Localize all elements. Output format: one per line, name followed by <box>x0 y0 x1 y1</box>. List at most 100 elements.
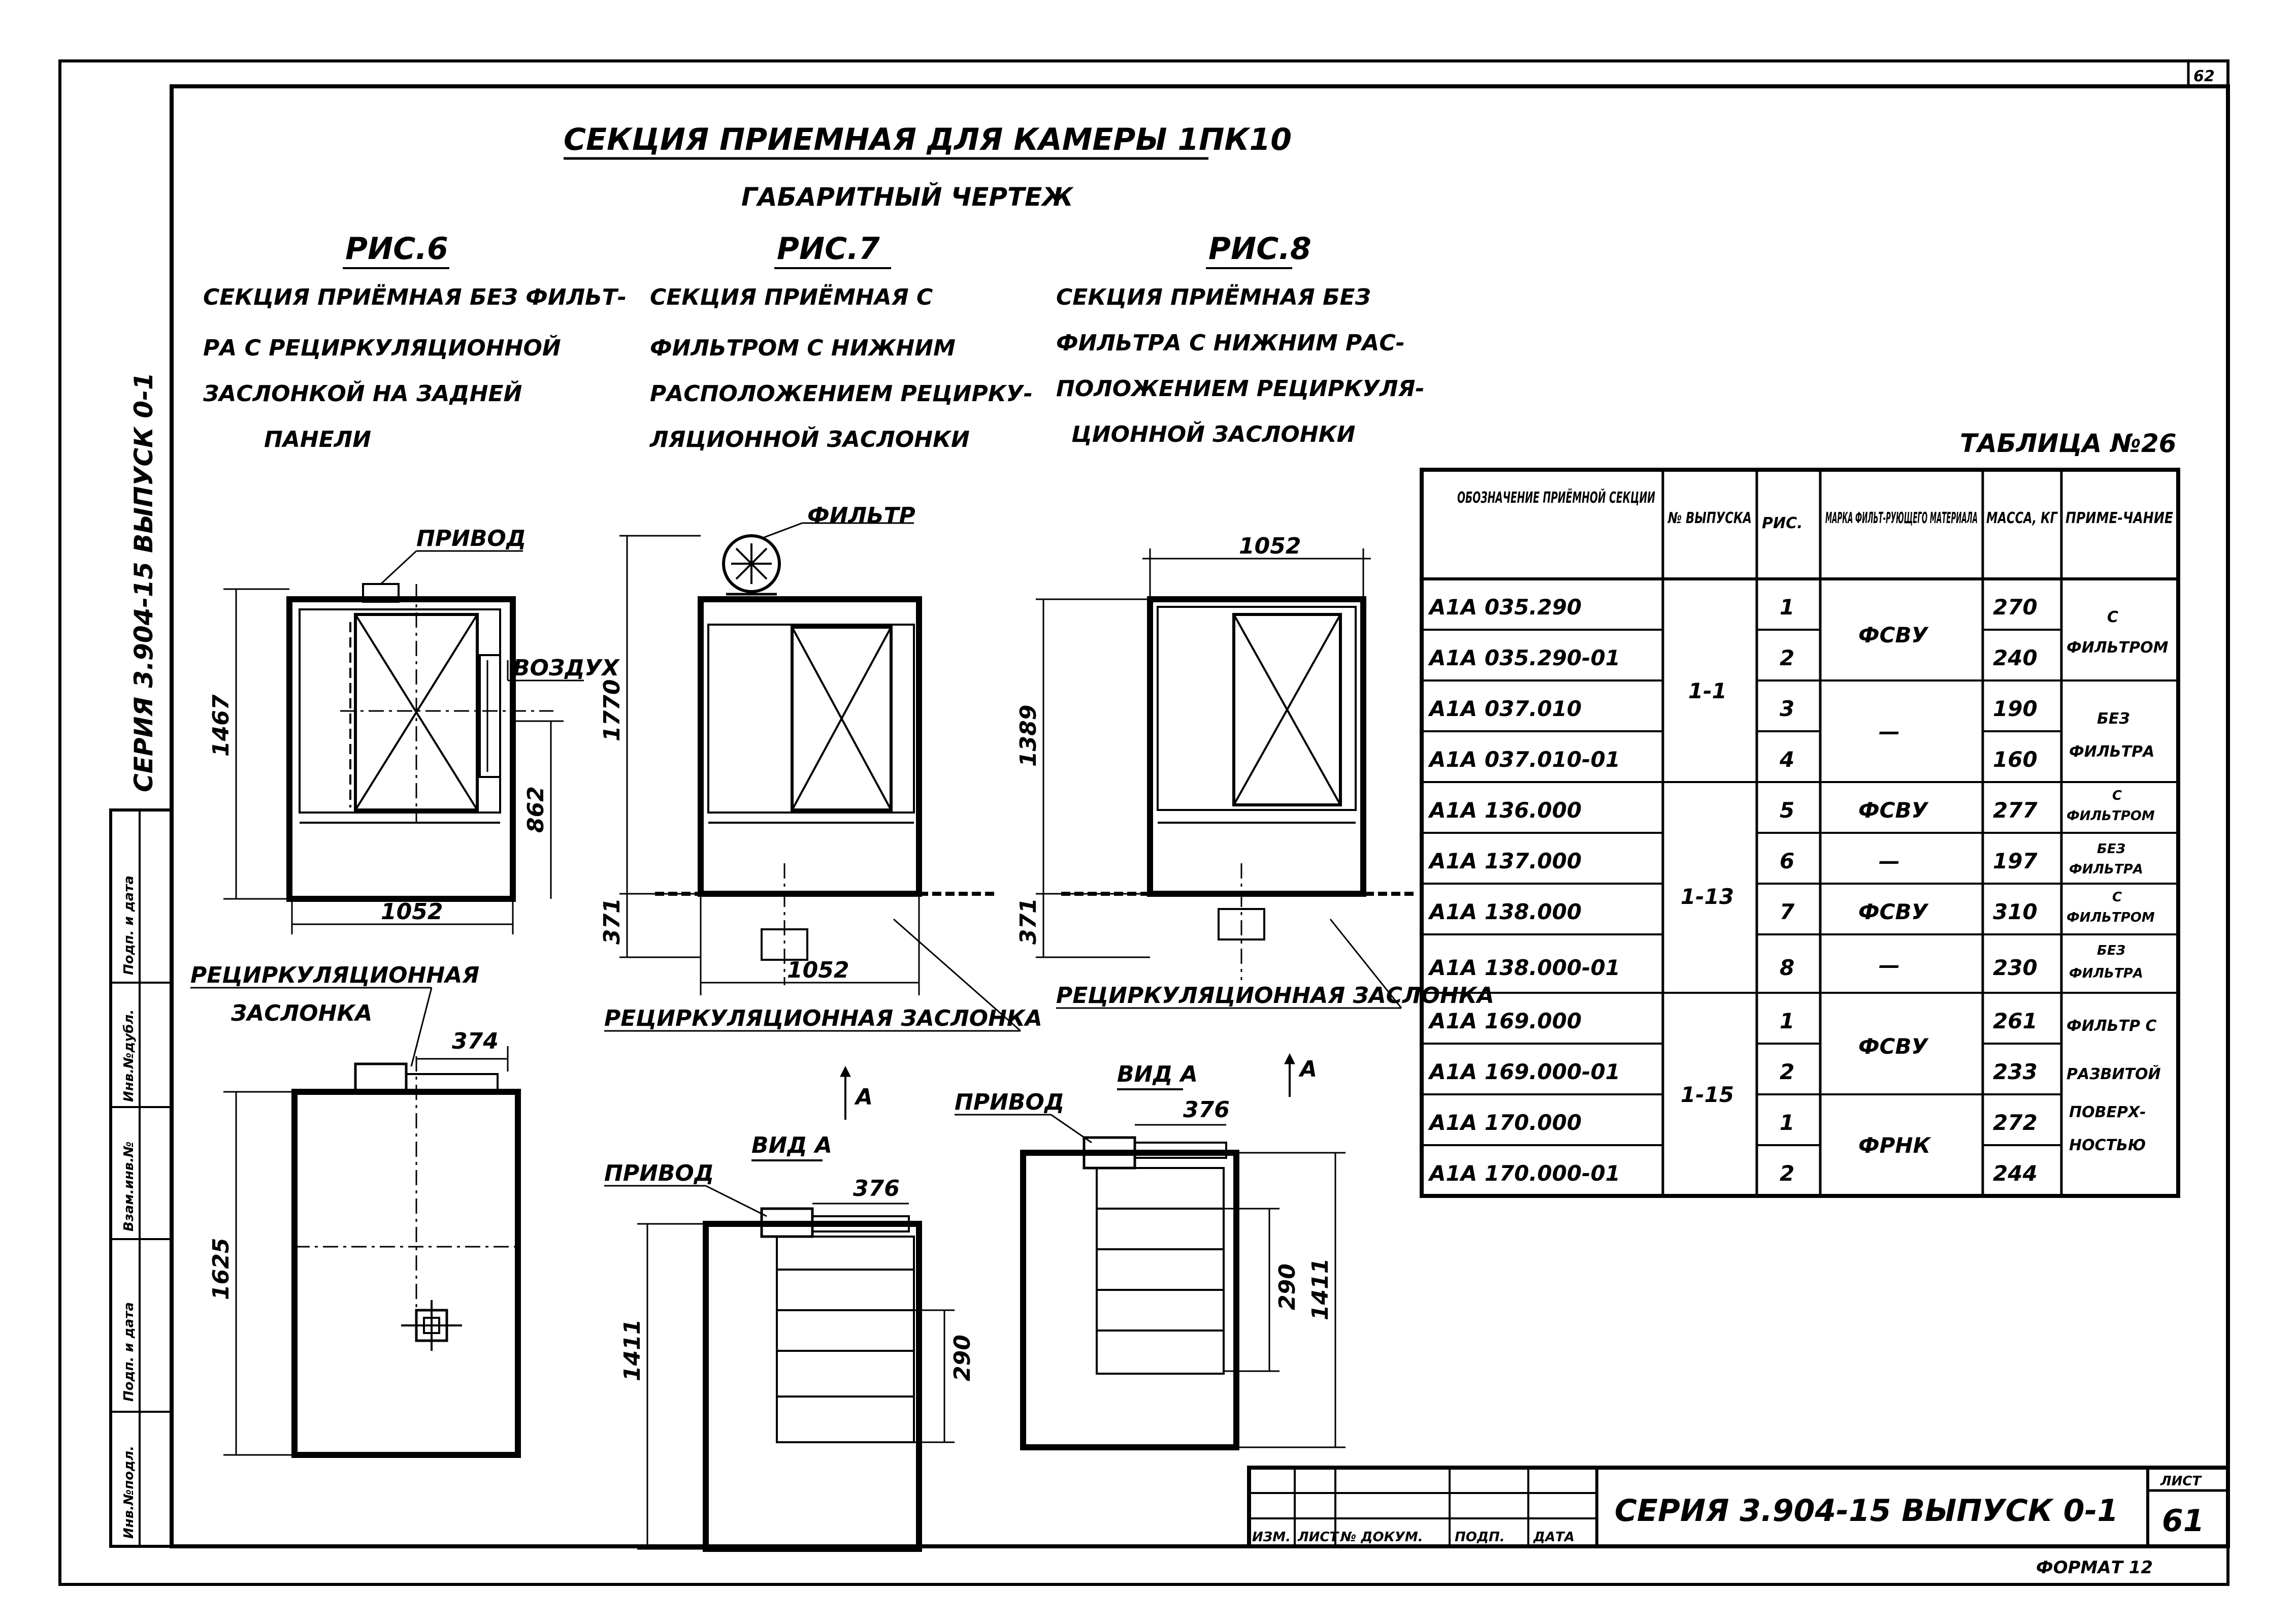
fig6-vozdukh: ВОЗДУХ <box>513 655 620 681</box>
table-row-fig: 1 <box>1780 595 1794 620</box>
table-row-fig: 2 <box>1780 1059 1794 1084</box>
fig8-label: РИС.8 <box>1208 231 1311 267</box>
title-block-sheet-number: 61 <box>2162 1503 2205 1539</box>
table-row-mass: 244 <box>1993 1161 2038 1186</box>
table-header-notes: ПРИМЕ-ЧАНИЕ <box>2065 509 2173 527</box>
fig8-dim-height: 1389 <box>1015 705 1041 767</box>
fig8-dim-1411: 1411 <box>1307 1258 1333 1320</box>
title-block-col: № ДОКУМ. <box>1340 1530 1423 1545</box>
table-row-fig: 5 <box>1780 798 1794 823</box>
table-header-issue: № ВЫПУСКА <box>1667 509 1752 527</box>
drawing-subtitle: ГАБАРИТНЫЙ ЧЕРТЕЖ <box>741 182 1074 212</box>
fig8-dim-371: 371 <box>1015 898 1041 945</box>
table-note: ФИЛЬТРА <box>2069 862 2143 877</box>
table-26: ТАБЛИЦА №26 <box>1420 429 2180 1198</box>
table-material: ФСВУ <box>1858 1034 1929 1059</box>
table-issue: 1-13 <box>1681 884 1734 909</box>
fig7-dim-371: 371 <box>599 898 625 945</box>
fig7-caption-3: РАСПОЛОЖЕНИЕМ РЕЦИРКУ- <box>650 381 1033 407</box>
table-row-designation: А1А 037.010 <box>1428 696 1582 721</box>
title-block-col: ДАТА <box>1533 1530 1575 1545</box>
fig6-zaslonka-label-1: РЕЦИРКУЛЯЦИОННАЯ <box>190 962 479 988</box>
table-row-designation: А1А 137.000 <box>1428 849 1582 873</box>
table-row-designation: А1А 138.000-01 <box>1428 955 1620 980</box>
fig8-arrow-a: A <box>1298 1056 1317 1082</box>
table-row-mass: 233 <box>1993 1059 2038 1084</box>
table-header-material: МАРКА ФИЛЬТ-РУЮЩЕГО МАТЕРИАЛА <box>1825 509 1978 527</box>
table-row-fig: 4 <box>1779 747 1794 772</box>
table-row-fig: 1 <box>1780 1110 1794 1135</box>
fig6-caption-3: ЗАСЛОНКОЙ НА ЗАДНЕЙ <box>203 380 522 407</box>
table-note: БЕЗ <box>2097 943 2125 958</box>
table-header-mass: МАССА, КГ <box>1986 509 2058 527</box>
svg-text:Подп. и дата: Подп. и дата <box>121 875 137 975</box>
table-note: ФИЛЬТРОМ <box>2067 910 2155 925</box>
fig6-dim-862: 862 <box>523 786 549 833</box>
fig8-dim-376: 376 <box>1183 1097 1230 1123</box>
table-material: ФСВУ <box>1858 798 1929 823</box>
table-row-fig: 7 <box>1780 899 1795 924</box>
fig6-dim-height: 1467 <box>208 694 234 757</box>
table-note: БЕЗ <box>2097 710 2130 728</box>
table-row-designation: А1А 169.000-01 <box>1428 1059 1620 1084</box>
left-stamp-labels: Инв.№подл. Подп. и дата Взам.инв.№ Инв.№… <box>121 875 137 1539</box>
fig6-caption-1: СЕКЦИЯ ПРИЁМНАЯ БЕЗ ФИЛЬТ- <box>203 283 627 310</box>
top-sheet-box <box>2187 59 2229 88</box>
table-row-fig: 8 <box>1780 955 1794 980</box>
sheet-format: ФОРМАТ 12 <box>2036 1558 2153 1578</box>
table-row-fig: 1 <box>1780 1009 1794 1033</box>
table-material: ФРНК <box>1858 1133 1932 1158</box>
table-row-fig: 3 <box>1780 696 1794 721</box>
fig7-arrow-a: A <box>854 1084 873 1110</box>
fig7-caption-2: ФИЛЬТРОМ С НИЖНИМ <box>650 335 956 361</box>
fig7-label: РИС.7 <box>777 231 880 267</box>
table-row-designation: А1А 169.000 <box>1428 1009 1582 1033</box>
figure-6: РИС.6 СЕКЦИЯ ПРИЁМНАЯ БЕЗ ФИЛЬТ- РА С РЕ… <box>190 231 627 1458</box>
table-row-mass: 277 <box>1993 798 2038 823</box>
table-material: — <box>1879 719 1900 744</box>
table-row-fig: 6 <box>1780 849 1794 873</box>
table-material: ФСВУ <box>1858 623 1929 647</box>
fig8-caption-2: ФИЛЬТРА С НИЖНИМ РАС- <box>1056 330 1405 356</box>
table-caption: ТАБЛИЦА №26 <box>1960 429 2177 458</box>
fig8-view-a: ВИД А <box>1117 1061 1198 1087</box>
fig6-label: РИС.6 <box>345 231 448 267</box>
table-material: ФСВУ <box>1858 899 1929 924</box>
fig6-caption-4: ПАНЕЛИ <box>264 427 371 452</box>
fig7-view-a: ВИД А <box>751 1132 832 1158</box>
table-row-fig: 2 <box>1780 1161 1794 1186</box>
fig7-dim-1411: 1411 <box>619 1319 645 1381</box>
fig8-privod: ПРИВОД <box>955 1089 1064 1115</box>
fig6-privod: ПРИВОД <box>416 526 526 552</box>
table-note: РАЗВИТОЙ <box>2067 1065 2161 1083</box>
fig7-dim-376: 376 <box>853 1176 900 1202</box>
fig7-dim-height: 1770 <box>599 679 625 741</box>
table-row-mass: 261 <box>1993 1009 2038 1033</box>
table-note: ФИЛЬТР С <box>2067 1017 2157 1035</box>
table-row-mass: 190 <box>1993 696 2038 721</box>
left-stamp <box>109 808 173 1548</box>
table-row-mass: 230 <box>1993 955 2038 980</box>
fig6-caption-2: РА С РЕЦИРКУЛЯЦИОННОЙ <box>203 334 561 361</box>
fig8-dim-width: 1052 <box>1239 533 1301 559</box>
table-note: С <box>2107 608 2118 626</box>
fig7-filter: ФИЛЬТР <box>807 503 915 529</box>
fig7-privod: ПРИВОД <box>604 1160 714 1186</box>
title-block: ИЗМ. ЛИСТ № ДОКУМ. ПОДП. ДАТА СЕРИЯ 3.90… <box>1247 1466 2230 1578</box>
fig8-zaslonka-label: РЕЦИРКУЛЯЦИОННАЯ ЗАСЛОНКА <box>1056 983 1494 1009</box>
table-row-designation: А1А 138.000 <box>1428 899 1582 924</box>
svg-text:Взам.инв.№: Взам.инв.№ <box>121 1142 137 1231</box>
fig7-dim-290: 290 <box>949 1335 975 1381</box>
svg-text:Подп. и дата: Подп. и дата <box>121 1302 137 1402</box>
title-block-col: ИЗМ. <box>1252 1530 1291 1545</box>
fig8-caption-4: ЦИОННОЙ ЗАСЛОНКИ <box>1071 420 1355 447</box>
figure-7: РИС.7 СЕКЦИЯ ПРИЁМНАЯ С ФИЛЬТРОМ С НИЖНИ… <box>599 231 1042 1552</box>
table-header-designation: ОБОЗНАЧЕНИЕ ПРИЁМНОЙ СЕКЦИИ <box>1457 489 1655 507</box>
table-row-designation: А1А 035.290 <box>1428 595 1582 620</box>
fig8-caption-3: ПОЛОЖЕНИЕМ РЕЦИРКУЛЯ- <box>1056 376 1425 402</box>
fig6-dim-374: 374 <box>452 1028 499 1054</box>
table-note: НОСТЬЮ <box>2069 1137 2146 1154</box>
table-note: ФИЛЬТРА <box>2069 966 2143 981</box>
table-row-designation: А1А 035.290-01 <box>1428 645 1620 670</box>
table-note: С <box>2112 788 2122 803</box>
